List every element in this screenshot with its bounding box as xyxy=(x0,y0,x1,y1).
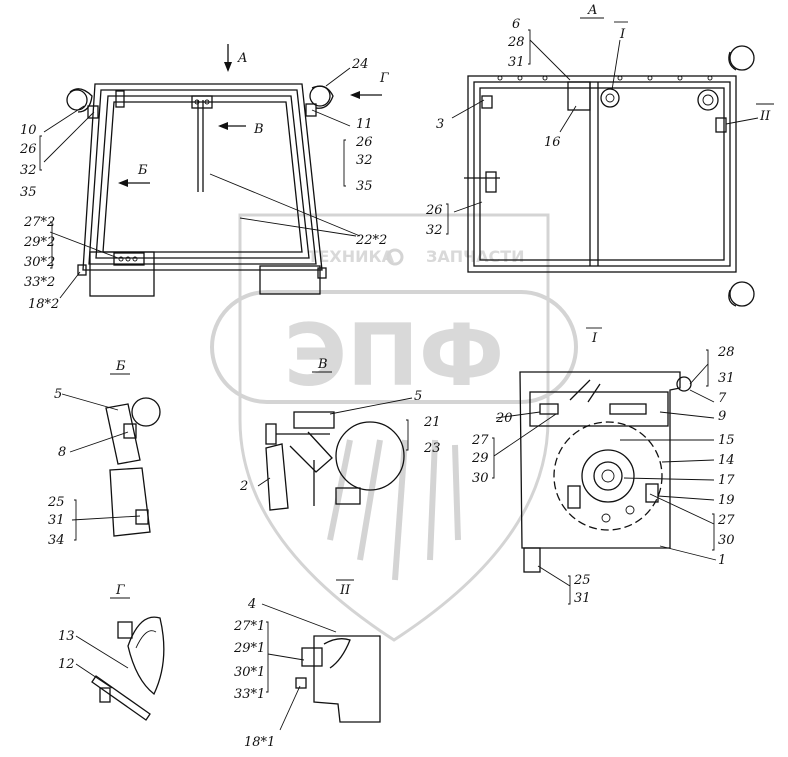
label-32: 32 xyxy=(356,153,373,168)
gear-icon xyxy=(386,248,404,266)
view-g: Г 13 12 xyxy=(58,583,165,721)
section-title-v: В xyxy=(317,357,328,372)
label-31: 31 xyxy=(718,371,735,386)
section-title-b: Б xyxy=(115,359,126,374)
label-12: 12 xyxy=(58,657,75,672)
label-27: 27*2 xyxy=(23,215,55,230)
lamp-left xyxy=(66,89,88,111)
watermark-tagline-left: ТЕХНИКА xyxy=(308,247,395,266)
arrow-label-b: Б xyxy=(137,163,148,178)
label-25: 25 xyxy=(573,573,591,588)
label-33: 33*2 xyxy=(24,275,55,290)
view-b: Б 5 8 25 31 34 xyxy=(47,359,161,548)
label-32: 32 xyxy=(20,163,37,178)
label-14: 14 xyxy=(718,453,735,468)
label-5: 5 xyxy=(54,387,62,402)
section-title-i: I xyxy=(591,331,598,346)
label-10: 10 xyxy=(20,123,37,138)
label-17: 17 xyxy=(718,473,735,488)
section-title-a: A xyxy=(587,3,597,18)
label-7: 7 xyxy=(718,391,727,406)
section-ref-ii: II xyxy=(759,109,771,124)
label-23: 23 xyxy=(423,441,441,456)
label-19: 19 xyxy=(718,493,735,508)
watermark-tagline-right: ЗАПЧАСТИ xyxy=(426,247,525,266)
view-v: В 5 21 23 2 xyxy=(239,357,441,511)
watermark-brand: ЭПФ xyxy=(284,306,504,406)
label-31: 31 xyxy=(48,513,65,528)
label-21: 21 xyxy=(423,415,441,430)
label-27: 27*1 xyxy=(233,619,265,634)
label-3: 3 xyxy=(436,117,444,132)
arrow-label-a: A xyxy=(237,51,247,66)
label-24: 24 xyxy=(351,57,369,72)
label-28: 28 xyxy=(717,345,735,360)
label-9: 9 xyxy=(718,409,726,424)
view-a: A 6 28 31 I II xyxy=(425,3,774,307)
label-31: 31 xyxy=(508,55,525,70)
label-15: 15 xyxy=(718,433,735,448)
label-30: 30 xyxy=(718,533,735,548)
label-18: 18*2 xyxy=(28,297,59,312)
label-32: 32 xyxy=(426,223,443,238)
label-30: 30*1 xyxy=(234,665,265,680)
label-16: 16 xyxy=(544,135,561,150)
label-11: 11 xyxy=(356,117,373,132)
label-8: 8 xyxy=(58,445,66,460)
label-29: 29*2 xyxy=(23,235,55,250)
label-1: 1 xyxy=(718,553,726,568)
arrow-label-v: В xyxy=(253,122,264,137)
label-34: 34 xyxy=(48,533,65,548)
label-6: 6 xyxy=(512,17,520,32)
label-2: 2 xyxy=(239,479,248,494)
label-26: 26 xyxy=(355,135,373,150)
label-35: 35 xyxy=(20,185,37,200)
section-title-g: Г xyxy=(115,583,125,598)
label-31: 31 xyxy=(574,591,591,606)
label-30: 30 xyxy=(472,471,489,486)
label-28: 28 xyxy=(507,35,525,50)
label-22: 22*2 xyxy=(355,233,387,248)
label-35: 35 xyxy=(356,179,373,194)
label-27: 27 xyxy=(471,433,489,448)
arrow-label-g: Г xyxy=(379,71,389,86)
label-29: 29*1 xyxy=(233,641,265,656)
label-25: 25 xyxy=(47,495,65,510)
lamp-bottom-right xyxy=(729,281,755,307)
section-title-ii: II xyxy=(339,583,351,598)
view-i: I 28 31 7 9 20 27 xyxy=(471,327,735,606)
label-26: 26 xyxy=(19,142,37,157)
label-33: 33*1 xyxy=(234,687,265,702)
label-27: 27 xyxy=(717,513,735,528)
label-13: 13 xyxy=(58,629,75,644)
label-20: 20 xyxy=(495,411,513,426)
label-29: 29 xyxy=(471,451,489,466)
label-30: 30*2 xyxy=(24,255,55,270)
section-ref-i: I xyxy=(619,27,626,42)
label-18: 18*1 xyxy=(244,735,275,750)
label-5: 5 xyxy=(414,389,422,404)
label-26: 26 xyxy=(425,203,443,218)
label-4: 4 xyxy=(247,597,256,612)
view-ii: II 4 27*1 29*1 30*1 33*1 18*1 xyxy=(233,579,381,750)
lamp-top-right xyxy=(729,45,755,71)
front-view: A Г В Б 24 10 26 32 35 11 26 32 35 27*2 … xyxy=(19,44,389,312)
watermark: ТЕХНИКА ЗАПЧАСТИ ЭПФ xyxy=(210,213,578,642)
